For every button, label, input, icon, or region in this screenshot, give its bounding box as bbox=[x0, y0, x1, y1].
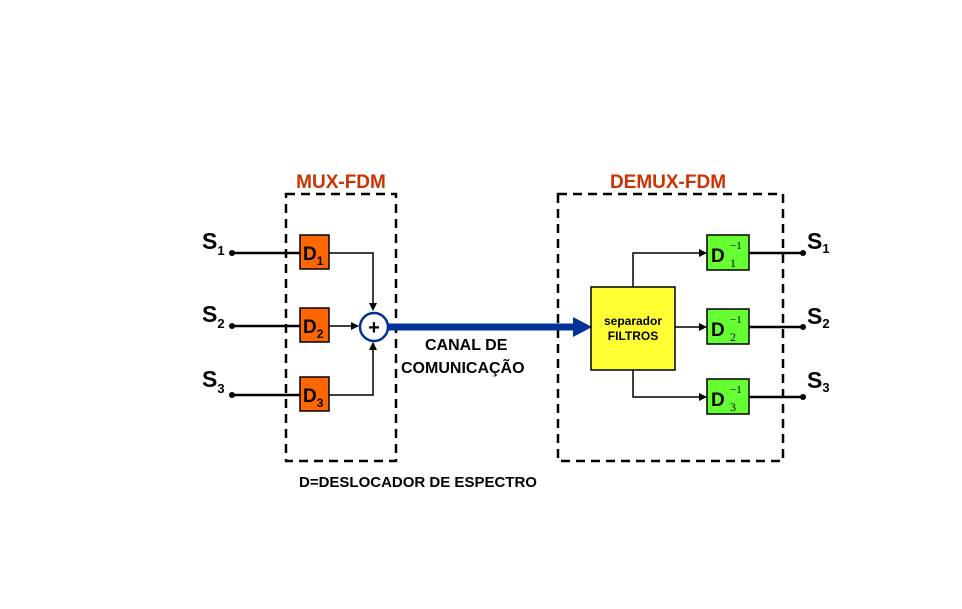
channel-label-line2: COMUNICAÇÃO bbox=[401, 357, 525, 377]
separator-label: separador bbox=[604, 314, 662, 328]
output-terminal-2 bbox=[800, 324, 806, 330]
filters-label: FILTROS bbox=[608, 329, 658, 343]
inverse-shifter-d3-sup: −1 bbox=[730, 384, 742, 396]
input-label-s1: S1 bbox=[202, 228, 225, 258]
output-label-s2: S2 bbox=[807, 303, 830, 331]
output-label-s1: S1 bbox=[807, 228, 830, 256]
shifter-d1 bbox=[299, 234, 330, 270]
input-label-s3: S3 bbox=[202, 366, 225, 396]
mux-line-d3-to-adder bbox=[329, 342, 377, 396]
shifter-d1-label: D1 bbox=[303, 244, 324, 268]
shifter-d3 bbox=[299, 376, 330, 412]
shifter-d2 bbox=[299, 307, 330, 343]
inverse-shifter-d3-sub: 3 bbox=[730, 400, 736, 414]
demux-box bbox=[556, 192, 785, 463]
shifter-d3-label: D3 bbox=[303, 386, 324, 410]
inverse-shifter-d2 bbox=[706, 308, 750, 345]
shifter-d2-label: D2 bbox=[303, 317, 324, 341]
separator-filters-block bbox=[590, 286, 676, 371]
output-terminal-1 bbox=[800, 250, 806, 256]
demux-line-to-d3inv bbox=[632, 370, 707, 401]
inverse-shifter-d2-sub: 2 bbox=[730, 330, 736, 344]
mux-line-d1-to-adder bbox=[329, 252, 377, 311]
channel-label-line1: CANAL DE bbox=[425, 337, 508, 354]
inverse-shifter-d1-label: D bbox=[711, 246, 725, 267]
inverse-shifter-d1-sub: 1 bbox=[730, 256, 736, 270]
output-terminal-3 bbox=[800, 394, 806, 400]
inverse-shifter-d2-label: D bbox=[711, 320, 725, 341]
inverse-shifter-d2-sup: −1 bbox=[730, 314, 742, 326]
inverse-shifter-d3-label: D bbox=[711, 390, 725, 411]
demux-title: DEMUX-FDM bbox=[610, 172, 726, 193]
footnote-legend: D=DESLOCADOR DE ESPECTRO bbox=[299, 474, 537, 491]
mux-title: MUX-FDM bbox=[296, 172, 386, 193]
inverse-shifter-d1-sup: −1 bbox=[730, 240, 742, 252]
demux-line-to-d1inv bbox=[632, 249, 707, 287]
channel-arrowhead bbox=[573, 317, 592, 337]
input-label-s2: S2 bbox=[202, 301, 225, 331]
output-label-s3: S3 bbox=[807, 367, 830, 395]
adder-symbol: + bbox=[368, 317, 380, 339]
inverse-shifter-d3 bbox=[706, 378, 750, 415]
